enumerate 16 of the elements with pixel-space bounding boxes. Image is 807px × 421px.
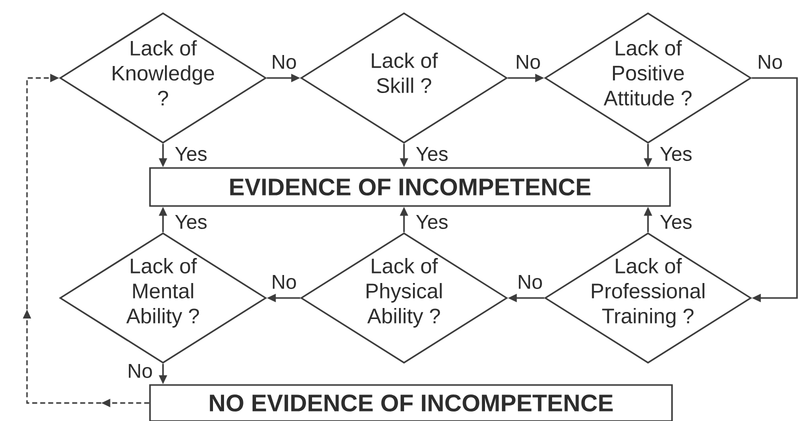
- edge-label: No: [272, 55, 296, 69]
- result-box: NO EVIDENCE OF INCOMPETENCE: [149, 384, 673, 421]
- edge-label: No: [518, 275, 542, 289]
- edge-label: Yes: [175, 215, 207, 229]
- edge-label: No: [272, 275, 296, 289]
- edge-label: No: [516, 55, 540, 69]
- edge-label: Yes: [660, 215, 692, 229]
- edge-label: Yes: [660, 147, 692, 161]
- arrow: [22, 74, 150, 408]
- edge-label: Yes: [175, 147, 207, 161]
- edge-label: Yes: [416, 147, 448, 161]
- edge-label: No: [758, 55, 782, 69]
- result-box: EVIDENCE OF INCOMPETENCE: [149, 167, 671, 207]
- edge-label: Yes: [416, 215, 448, 229]
- arrow: [752, 77, 798, 302]
- edge-label: No: [128, 364, 152, 378]
